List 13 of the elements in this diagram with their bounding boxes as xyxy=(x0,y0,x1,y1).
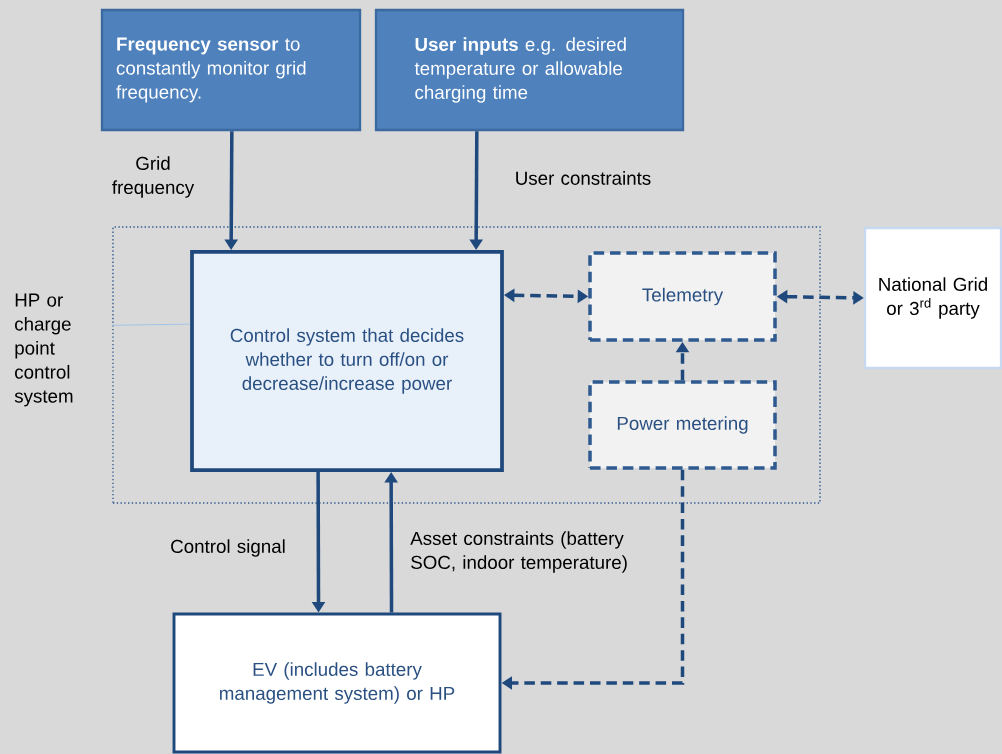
edge-label: Asset constraints (battery SOC, indoor temperature) xyxy=(410,531,627,573)
group-label: HP or charge point control system xyxy=(14,293,73,407)
edge-label: Control signal xyxy=(171,539,285,557)
process-box: Power metering xyxy=(588,380,777,470)
connector-line xyxy=(111,323,191,326)
input-box: User inputs e.g. desired temperature or allowable charging time xyxy=(374,8,685,132)
edge-label: Grid frequency xyxy=(112,156,195,198)
asset-box: EV (includes battery management system) or HP xyxy=(172,612,502,754)
entity-box: National Grid or 3$^{rd}$ party xyxy=(863,226,1002,370)
process-box: Control system that decides whether to turn off/on or decrease/increase power xyxy=(190,250,504,472)
edge-label: User constraints xyxy=(516,171,651,185)
process-box: Telemetry xyxy=(588,251,777,342)
input-box: Frequency sensor to constantly monitor grid frequency. xyxy=(100,8,362,132)
